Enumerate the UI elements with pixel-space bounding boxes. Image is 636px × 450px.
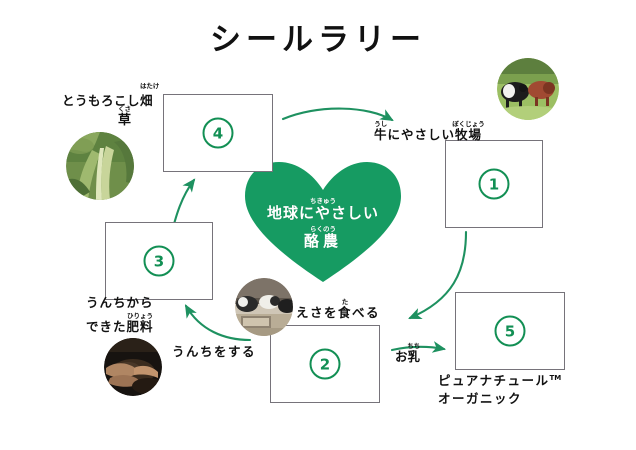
label-milk: お ちち 乳 xyxy=(395,343,421,366)
ruby-bokujou: ぼくじょう xyxy=(452,120,485,128)
sticker-box-3[interactable]: 3 xyxy=(105,222,213,300)
ruby-kusa: くさ xyxy=(118,105,131,113)
label-eat-feed: えさを た 食 べる xyxy=(296,299,381,322)
ruby-rakunou: らくのう xyxy=(309,225,336,233)
ruby-ushi: うし xyxy=(374,120,388,128)
label-product-name: ピュアナチュール xyxy=(438,373,550,388)
label-cow-friendly-pasture: うし 牛 にやさしい ぼくじょう 牧場 xyxy=(374,121,485,144)
arrow-cornfield-to-pasture xyxy=(281,107,394,122)
sticker-box-1[interactable]: 1 xyxy=(445,140,543,228)
sticker-number-4: 4 xyxy=(202,117,234,149)
label-fertilizer-kanji: 肥料 xyxy=(126,319,154,334)
photo-cornfield xyxy=(66,132,134,200)
sticker-box-2[interactable]: 2 xyxy=(270,325,380,403)
label-grass: くさ 草 xyxy=(118,106,132,131)
heart-shape xyxy=(245,162,401,282)
ruby-ta: た xyxy=(341,298,349,306)
sticker-number-3: 3 xyxy=(143,245,175,277)
label-poop: うんちをする xyxy=(172,344,257,359)
sticker-box-5[interactable]: 5 xyxy=(455,292,565,370)
label-fertilizer-dekita: できた xyxy=(86,319,127,334)
label-cornfield: とうもろこし畑 xyxy=(62,92,153,110)
heart-line-1: ちきゅう 地球にやさしい xyxy=(243,198,403,222)
sticker-number-5: 5 xyxy=(494,315,526,347)
sticker-number-1: 1 xyxy=(478,168,510,200)
sticker-number-2: 2 xyxy=(309,348,341,380)
heart-line-1-text: 地球にやさしい xyxy=(266,204,379,222)
photo-cows-pasture xyxy=(497,58,559,120)
heart-line-2-text: 酪農 xyxy=(303,232,342,250)
label-milk-pre: お xyxy=(395,349,408,364)
ruby-hiryou: ひりょう xyxy=(127,312,154,320)
label-fertilizer-line1: うんちから xyxy=(86,295,154,310)
label-pasture-bokujou: 牧場 xyxy=(455,127,483,142)
label-product-line1: ピュアナチュールTM xyxy=(438,372,561,390)
label-milk-kanji: 乳 xyxy=(407,349,421,364)
ruby-chikyuu: ちきゅう xyxy=(309,197,336,205)
label-eat-feed-post: べる xyxy=(352,305,381,320)
ruby-chichi: ちち xyxy=(407,342,421,350)
label-eat-feed-kanji: 食 xyxy=(338,305,353,320)
label-grass-kanji: 草 xyxy=(118,113,132,128)
label-product-line2: オーガニック xyxy=(438,391,523,406)
label-fertilizer-line2: できた ひりょう 肥料 xyxy=(86,313,154,336)
sticker-box-4[interactable]: 4 xyxy=(163,94,273,172)
earth-friendly-dairy-heart: ちきゅう 地球にやさしい らくのう 酪農 xyxy=(243,158,403,286)
trademark-symbol: TM xyxy=(549,373,562,382)
photo-hands-compost xyxy=(104,338,162,396)
label-cornfield-kana: とうもろこし畑 xyxy=(62,93,154,108)
label-pasture-mid: にやさしい xyxy=(387,127,456,142)
photo-cow-barn xyxy=(235,278,293,336)
ruby-hatake: はたけ xyxy=(140,82,160,90)
page-title: シールラリー xyxy=(210,22,426,58)
label-eat-feed-pre: えさを xyxy=(296,305,339,320)
label-pasture-ushi: 牛 xyxy=(374,127,388,142)
heart-line-2: らくのう 酪農 xyxy=(243,226,403,250)
